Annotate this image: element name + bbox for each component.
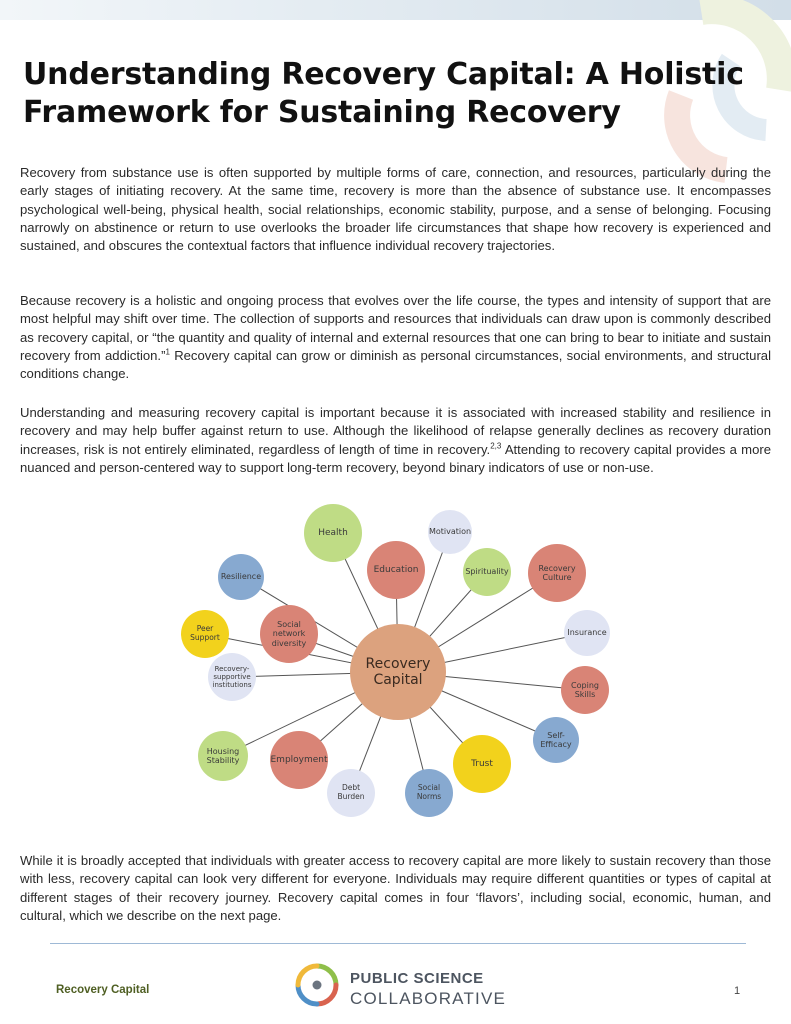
footer-label: Recovery Capital (56, 984, 150, 996)
node-debt-burden: Debt Burden (327, 769, 375, 817)
paragraph-importance: Understanding and measuring recovery cap… (20, 404, 771, 477)
node-employment: Employment (270, 731, 328, 789)
paragraph-variation: While it is broadly accepted that indivi… (20, 853, 771, 923)
node-housing-stability: Housing Stability (198, 731, 248, 781)
paragraph-intro: Recovery from substance use is often sup… (20, 165, 771, 254)
node-social-norms: Social Norms (405, 769, 453, 817)
citation-1: 1 (165, 347, 170, 357)
logo-text-line2: COLLABORATIVE (350, 989, 507, 1008)
logo-text-line1: PUBLIC SCIENCE (350, 970, 484, 987)
node-self-efficacy: Self-Efficacy (533, 717, 579, 763)
node-resilience: Resilience (218, 554, 264, 600)
page-title: Understanding Recovery Capital: A Holist… (23, 57, 744, 130)
node-insurance: Insurance (564, 610, 610, 656)
paragraph-importance-text: Understanding and measuring recovery cap… (20, 405, 771, 457)
node-recovery-culture: Recovery Culture (528, 544, 586, 602)
node-health: Health (304, 504, 362, 562)
top-band (0, 0, 791, 20)
node-peer-support: Peer Support (181, 610, 229, 658)
node-recovery-supportive-institutions: Recovery-supportive institutions (208, 653, 256, 701)
decorative-swirl (664, 0, 791, 183)
node-spirituality: Spirituality (463, 548, 511, 596)
footer-divider (50, 943, 746, 944)
citation-2-3: 2,3 (490, 441, 502, 451)
psc-logo-mark (295, 963, 339, 1007)
node-recovery-capital: Recovery Capital (350, 624, 446, 720)
paragraph-definition-text: Because recovery is a holistic and ongoi… (20, 293, 771, 363)
paragraph-importance-text-cont: Attending to recovery capital provides a… (20, 441, 771, 475)
node-education: Education (367, 541, 425, 599)
psc-logo: PUBLIC SCIENCE COLLABORATIVE (292, 960, 512, 1014)
page-number: 1 (734, 985, 741, 997)
node-social-network-diversity: Social network diversity (260, 605, 318, 663)
node-motivation: Motivation (428, 510, 472, 554)
node-trust: Trust (453, 735, 511, 793)
paragraph-definition: Because recovery is a holistic and ongoi… (20, 292, 771, 383)
node-coping-skills: Coping Skills (561, 666, 609, 714)
paragraph-definition-text-cont: Recovery capital can grow or diminish as… (20, 347, 771, 382)
